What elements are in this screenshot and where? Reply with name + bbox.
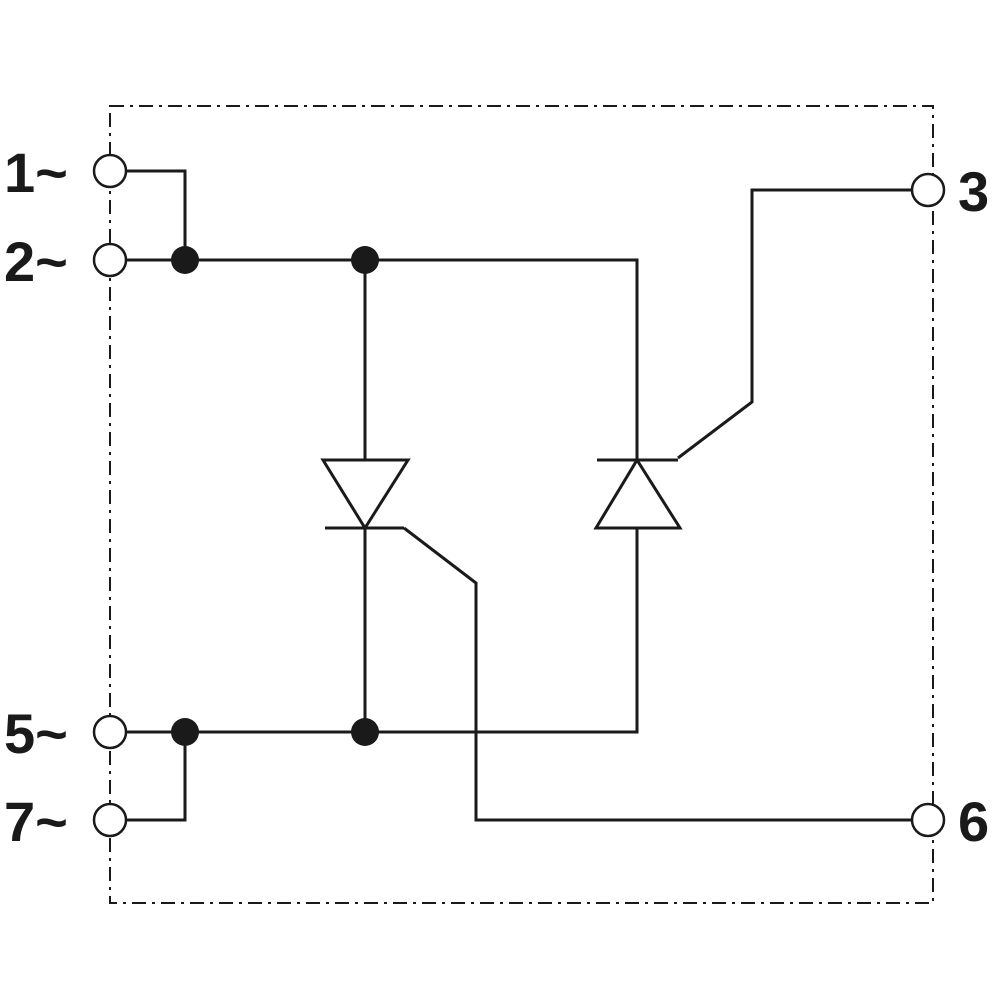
junction-dot xyxy=(171,246,199,274)
terminal-label-5: 5~ xyxy=(4,702,68,765)
thyristor-down-icon xyxy=(320,458,411,531)
wire-ac-bottom-bus xyxy=(127,528,639,734)
wire-7-to-5 xyxy=(127,732,187,822)
junction-dot xyxy=(171,718,199,746)
terminal-pin-2 xyxy=(92,242,128,278)
module-boundary xyxy=(109,105,934,904)
terminal-pin-7 xyxy=(92,802,128,838)
wire-ac-top-bus xyxy=(127,258,639,460)
terminal-pin-1 xyxy=(92,153,128,189)
terminal-label-6: 6 xyxy=(958,790,989,853)
terminal-label-2: 2~ xyxy=(4,230,68,293)
wires xyxy=(127,169,912,822)
junction-dot xyxy=(351,246,379,274)
terminal-pin-6 xyxy=(910,802,946,838)
wire-1-to-2 xyxy=(127,169,187,260)
terminal-pin-3 xyxy=(910,172,946,208)
terminal-label-7: 7~ xyxy=(4,790,68,853)
terminal-label-3: 3 xyxy=(958,160,989,223)
thyristor-up-icon xyxy=(593,457,683,530)
terminal-pin-5 xyxy=(92,714,128,750)
wire-gate-6 xyxy=(403,526,912,822)
terminal-label-1: 1~ xyxy=(4,141,68,204)
wire-gate-3 xyxy=(677,188,912,460)
junction-dot xyxy=(351,718,379,746)
junctions xyxy=(171,246,379,746)
terminal-pins xyxy=(92,153,946,838)
